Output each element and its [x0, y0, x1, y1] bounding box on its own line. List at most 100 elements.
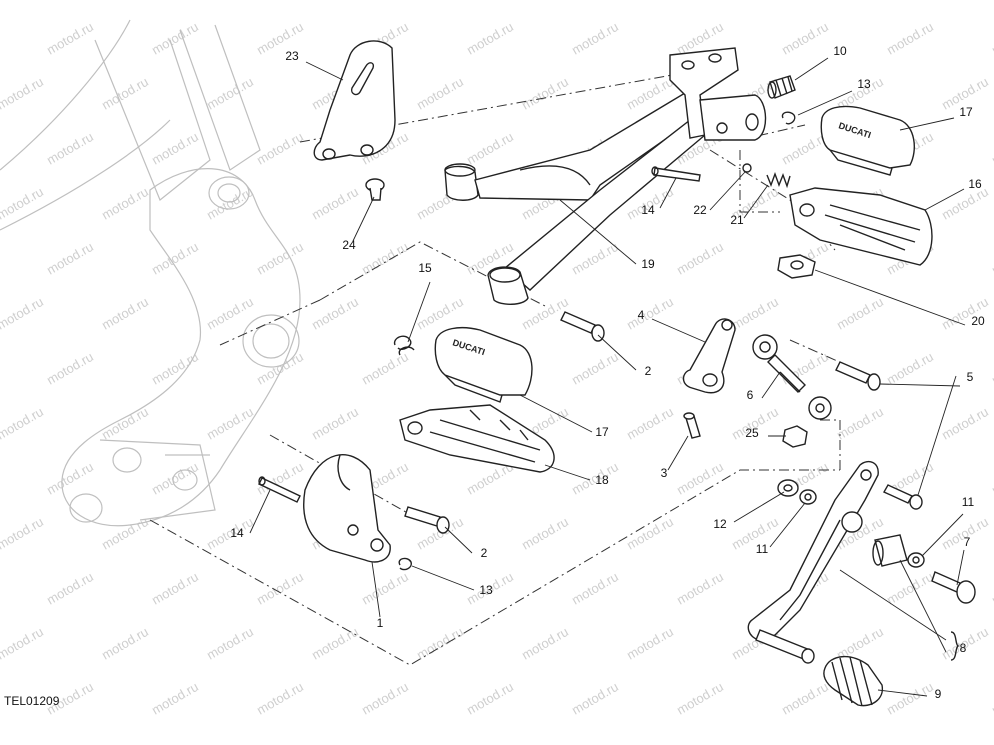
watermark-text: motod.ru [779, 679, 831, 718]
callout-c9: 9 [935, 687, 942, 701]
watermark-text: motod.ru [99, 74, 151, 113]
callout-c17b: 17 [595, 425, 609, 439]
watermark-text: motod.ru [624, 294, 676, 333]
callout-c11b: 11 [962, 495, 975, 509]
part-5-screw-upper [835, 361, 881, 391]
watermark-text: motod.ru [359, 349, 411, 388]
watermark-text: motod.ru [884, 679, 936, 718]
watermark-text: motod.ru [569, 349, 621, 388]
watermark-text: motod.ru [834, 404, 886, 443]
watermark-text: motod.ru [884, 569, 936, 608]
watermark-text: motod.ru [939, 0, 991, 3]
watermark-text: motod.ru [989, 459, 994, 498]
watermark-text: motod.ru [464, 19, 516, 58]
watermark-text: motod.ru [44, 459, 96, 498]
part-2-screw-upper [560, 311, 605, 342]
watermark-text: motod.ru [939, 404, 991, 443]
part-21-spring [766, 171, 791, 189]
watermark-text: motod.ru [519, 0, 571, 3]
watermark-text: motod.ru [834, 0, 886, 3]
watermark-text: motod.ru [44, 129, 96, 168]
watermark-text: motod.ru [309, 184, 361, 223]
callout-c25: 25 [745, 426, 759, 440]
watermark-text: motod.ru [624, 514, 676, 553]
part-23-bracket [313, 40, 396, 161]
callout-c15: 15 [418, 261, 432, 275]
watermark-text: motod.ru [779, 19, 831, 58]
watermark-text: motod.ru [99, 624, 151, 663]
callout-c19: 19 [641, 257, 655, 271]
part-14-pin-upper [651, 166, 701, 182]
callout-c5: 5 [967, 370, 974, 384]
watermark-text: motod.ru [309, 294, 361, 333]
callout-c13b: 13 [479, 583, 493, 597]
watermark-text: motod.ru [624, 404, 676, 443]
watermark-text: motod.ru [569, 679, 621, 718]
callout-c13a: 13 [857, 77, 871, 91]
watermark-text: motod.ru [254, 569, 306, 608]
watermark-text: motod.ru [674, 239, 726, 278]
part-22-ball [742, 163, 752, 173]
frame-outline [0, 19, 301, 527]
watermark-text: motod.ru [989, 129, 994, 168]
watermark-text: motod.ru [0, 404, 46, 443]
part-24-screw [365, 178, 385, 201]
watermark-text: motod.ru [0, 0, 46, 3]
part-11-washer-left [799, 489, 817, 505]
watermark-text: motod.ru [309, 0, 361, 3]
callout-labels: 1223456789101111121313141415161717181920… [230, 44, 985, 701]
watermark-text: motod.ru [44, 349, 96, 388]
watermark-text: motod.ru [359, 679, 411, 718]
callout-c18: 18 [595, 473, 609, 487]
watermark-text: motod.ru [519, 514, 571, 553]
watermark-text: motod.ru [44, 569, 96, 608]
callout-c20: 20 [971, 314, 985, 328]
watermark-text: motod.ru [729, 0, 781, 3]
callout-c2a: 2 [645, 364, 652, 378]
part-8-gear-pedal [747, 460, 908, 664]
watermark-text: motod.ru [149, 129, 201, 168]
part-18-footpeg-lower [399, 404, 555, 473]
watermark-text: motod.ru [414, 294, 466, 333]
watermark-text: motod.ru [99, 184, 151, 223]
callout-c11a: 11 [756, 542, 769, 556]
watermark-text: motod.ru [149, 459, 201, 498]
callout-c14a: 14 [641, 203, 655, 217]
watermark-text: motod.ru [149, 569, 201, 608]
watermark-text: motod.ru [939, 184, 991, 223]
watermark-text: motod.ru [99, 294, 151, 333]
callout-c16: 16 [968, 177, 982, 191]
watermark-text: motod.ru [204, 0, 256, 3]
watermark-text: motod.ru [254, 349, 306, 388]
watermark-text: motod.ru [624, 624, 676, 663]
watermark-text: motod.ru [414, 0, 466, 3]
part-4-lever-arm [682, 318, 736, 394]
watermark-text: motod.ru [254, 679, 306, 718]
part-16-footpeg-upper [789, 187, 933, 266]
callout-c3: 3 [661, 466, 668, 480]
watermark-text: motod.ru [674, 459, 726, 498]
part-25-nut [782, 425, 808, 448]
watermark-text: motod.ru [0, 74, 46, 113]
part-13-clip-lower [398, 557, 412, 571]
callout-c8: 8 [960, 641, 967, 655]
part-13-clip-top [781, 111, 796, 125]
watermark-text: motod.ru [464, 129, 516, 168]
part-17-rubber-upper: DUCATI [820, 105, 916, 176]
callout-c10: 10 [833, 44, 847, 58]
watermark-text: motod.ru [834, 294, 886, 333]
watermark-text: motod.ru [989, 569, 994, 608]
watermark-text: motod.ru [989, 349, 994, 388]
watermark-text: motod.ru [44, 19, 96, 58]
drawing-code: TEL01209 [4, 694, 60, 708]
part-7-pivot-bolt [931, 571, 976, 604]
part-3-screw [683, 412, 701, 439]
watermark-text: motod.ru [44, 239, 96, 278]
part-1-holder [303, 454, 391, 563]
watermark-text: motod.ru [99, 0, 151, 3]
part-2-screw-lower [404, 506, 450, 534]
watermark-text: motod.ru [359, 239, 411, 278]
watermark-text: motod.ru [99, 404, 151, 443]
callout-c14b: 14 [230, 526, 244, 540]
